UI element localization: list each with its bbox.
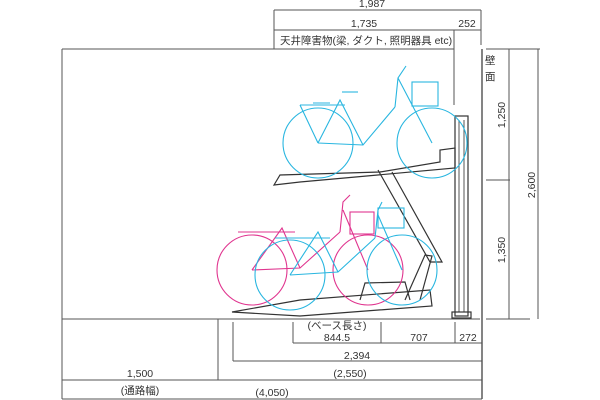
svg-text:面: 面	[485, 71, 496, 83]
dim-total-height: 2,600	[526, 172, 538, 198]
dim-top-clear: 1,735	[351, 18, 377, 30]
rack-structure	[231, 115, 472, 319]
dim-lower-height: 1,350	[496, 237, 508, 263]
dim-rack-depth-total: (2,550)	[333, 368, 366, 380]
dim-rack-length: 2,394	[344, 350, 370, 362]
dim-top-right: 252	[458, 18, 476, 30]
dim-mid-length: 707	[410, 332, 428, 344]
dim-top-total: 1,987	[359, 0, 385, 10]
aisle-label: (通路幅)	[121, 384, 160, 397]
bottom-dimensions: (ベース長さ) 844.5 707 272 2,394 1,500 (2,550…	[62, 319, 482, 400]
wall-label-1: 壁	[485, 54, 496, 67]
upper-bicycle	[282, 65, 468, 179]
top-dimensions: 1,987 1,735 252 天井障害物(梁, ダクト, 照明器具 etc)	[273, 0, 482, 105]
right-dimensions: 壁 壁面 面 1,250 1,350 2,600	[485, 49, 539, 319]
space-outline	[61, 48, 540, 399]
base-length-label: (ベース長さ)	[308, 320, 367, 332]
dim-post-length: 272	[459, 332, 477, 344]
dim-overall-total: (4,050)	[255, 387, 288, 399]
ceiling-note: 天井障害物(梁, ダクト, 照明器具 etc)	[280, 34, 452, 47]
lower-bicycle-cyan	[254, 201, 438, 311]
dim-aisle-width: 1,500	[127, 368, 153, 380]
dim-upper-height: 1,250	[496, 102, 508, 128]
lower-bicycle-magenta	[216, 194, 404, 306]
dim-base-length: 844.5	[324, 332, 350, 344]
